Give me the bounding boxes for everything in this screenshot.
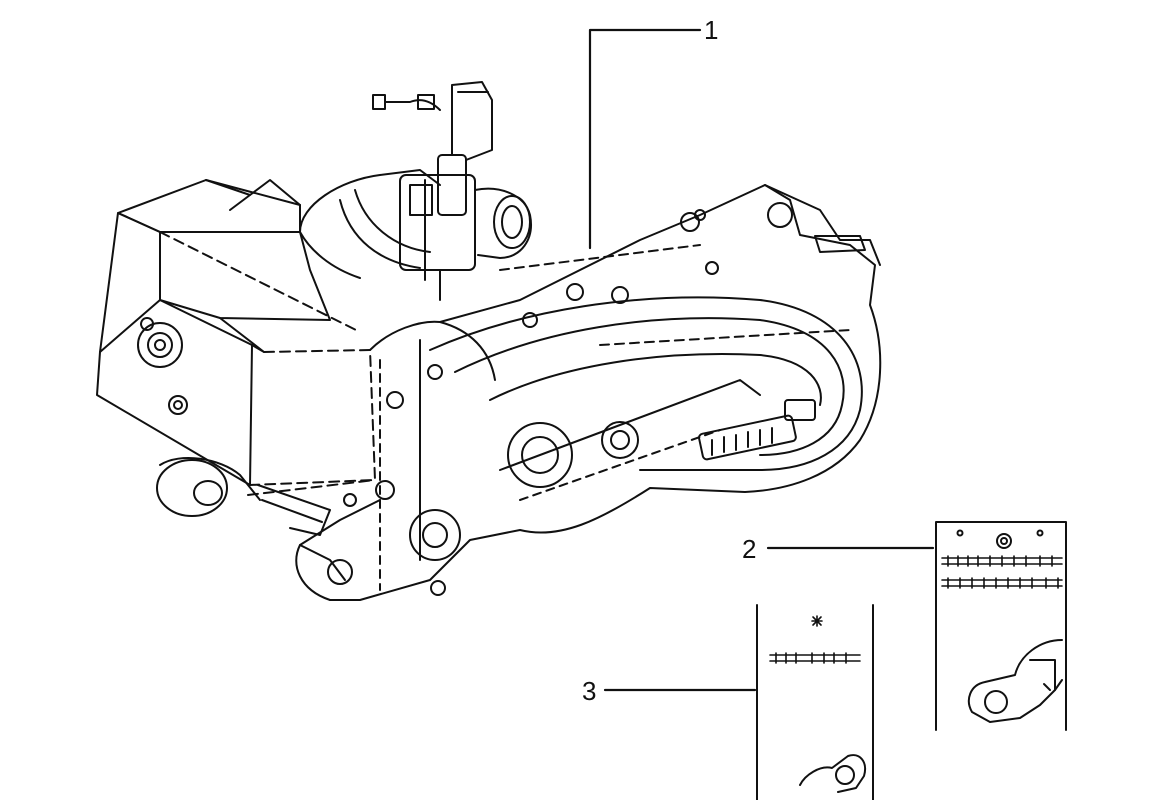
label-card-2 — [935, 521, 1067, 731]
engine-assembly — [96, 81, 882, 601]
lower-bracket — [156, 457, 353, 585]
callout-label-1: 1 — [704, 15, 719, 45]
leader-line-1 — [588, 28, 702, 250]
leader-lines — [588, 28, 935, 692]
crankcase — [295, 184, 882, 601]
cylinder-shroud — [96, 179, 376, 486]
callout-label-2: 2 — [742, 534, 757, 564]
callout-label-3: 3 — [582, 676, 597, 706]
label-card-3 — [756, 604, 874, 801]
guide-lines — [159, 231, 376, 496]
carburettor — [299, 81, 532, 301]
